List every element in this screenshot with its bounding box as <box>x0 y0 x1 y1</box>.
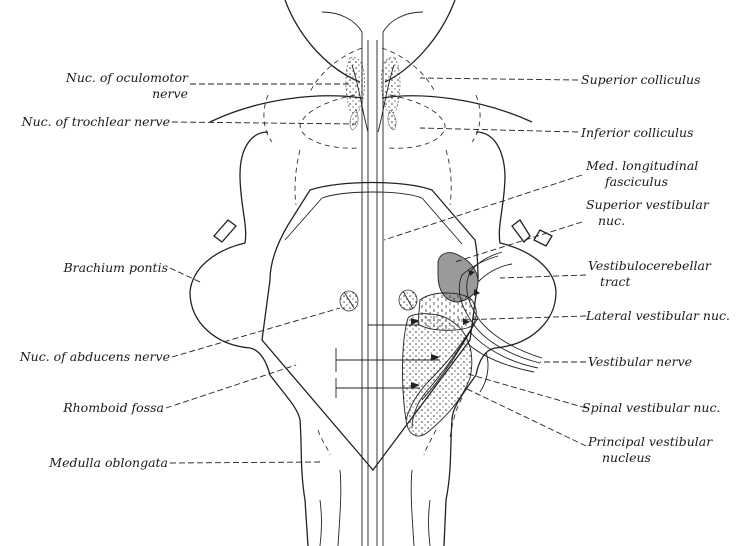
pons-outline <box>190 132 556 375</box>
labels-right: Superior colliculus Inferior colliculus … <box>580 72 730 465</box>
label-nuc-abducens: Nuc. of abducens nerve <box>19 349 170 364</box>
labels-left: Nuc. of oculomotor nerve Nuc. of trochle… <box>19 70 189 470</box>
label-inferior-colliculus: Inferior colliculus <box>580 125 694 140</box>
leader-lines <box>166 78 586 463</box>
label-principal-vestibular-nucleus: Principal vestibular <box>587 434 713 449</box>
oculomotor-nuclei <box>346 58 400 132</box>
label-medulla-oblongata: Medulla oblongata <box>48 455 168 470</box>
label-principal-vestibular-nucleus-2: nucleus <box>602 450 651 465</box>
label-nuc-trochlear: Nuc. of trochlear nerve <box>21 114 170 129</box>
midbrain-outline <box>210 0 532 122</box>
label-med-longitudinal-fasciculus-2: fasciculus <box>604 174 668 189</box>
label-rhomboid-fossa: Rhomboid fossa <box>62 400 164 415</box>
label-med-longitudinal-fasciculus: Med. longitudinal <box>585 158 698 173</box>
label-superior-vestibular-nuc: Superior vestibular <box>586 197 710 212</box>
label-superior-vestibular-nuc-2: nuc. <box>598 213 625 228</box>
label-vestibular-nerve: Vestibular nerve <box>588 354 692 369</box>
label-brachium-pontis: Brachium pontis <box>62 260 168 275</box>
midline-fasciculus <box>322 12 423 546</box>
label-vestibulocerebellar-tract-2: tract <box>600 274 631 289</box>
label-superior-colliculus: Superior colliculus <box>581 72 701 87</box>
label-vestibulocerebellar-tract: Vestibulocerebellar <box>588 258 712 273</box>
label-nuc-oculomotor: Nuc. of oculomotor <box>65 70 189 85</box>
vestibular-nuclei <box>403 253 479 436</box>
label-spinal-vestibular-nuc: Spinal vestibular nuc. <box>582 400 720 415</box>
label-nuc-oculomotor-2: nerve <box>152 86 188 101</box>
abducens-nuclei <box>340 290 417 311</box>
label-lateral-vestibular-nuc: Lateral vestibular nuc. <box>585 308 730 323</box>
